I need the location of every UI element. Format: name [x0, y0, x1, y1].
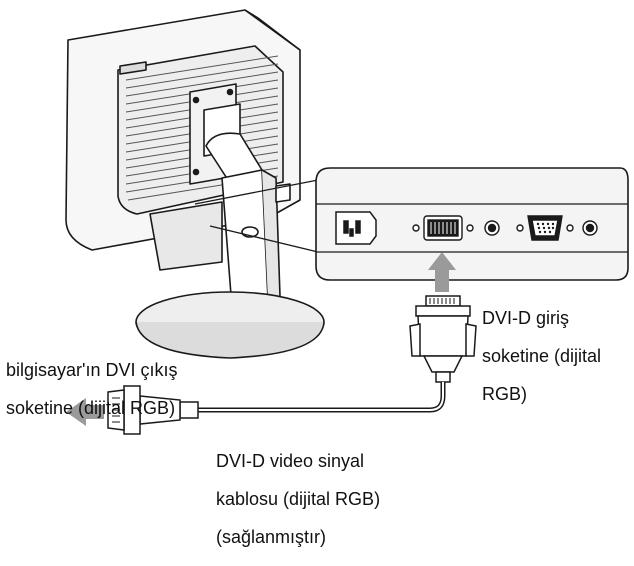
cable-label: DVI-D video sinyal kablosu (dijital RGB)…: [216, 433, 380, 566]
panel-callout-lines: [194, 179, 319, 253]
arrow-left-icon: [66, 398, 104, 426]
dvi-cable-connector-icon: [107, 295, 477, 435]
connector-panel-illustration: [315, 167, 629, 281]
dvi-input-label-line: RGB): [482, 384, 527, 404]
computer-output-label: bilgisayar'ın DVI çıkış soketine (dijita…: [6, 342, 178, 437]
dvi-d-port-icon: [412, 215, 500, 241]
dvi-input-label-line: DVI-D giriş: [482, 308, 570, 328]
cable-label-line: kablosu (dijital RGB): [216, 489, 381, 509]
d-sub-port-icon: [516, 215, 598, 241]
computer-output-label-line: bilgisayar'ın DVI çıkış: [6, 360, 178, 380]
computer-output-label-line: soketine (dijital RGB): [6, 398, 176, 418]
ac-power-socket-icon: [335, 211, 377, 245]
dvi-input-label: DVI-D giriş soketine (dijital RGB): [482, 290, 601, 423]
cable-label-line: (sağlanmıştır): [216, 527, 327, 547]
connection-diagram: [65, 9, 629, 435]
monitor-rear-illustration: [65, 9, 325, 359]
cable-label-line: DVI-D video sinyal: [216, 451, 365, 471]
dvi-input-label-line: soketine (dijital: [482, 346, 602, 366]
arrow-up-icon: [428, 252, 456, 292]
